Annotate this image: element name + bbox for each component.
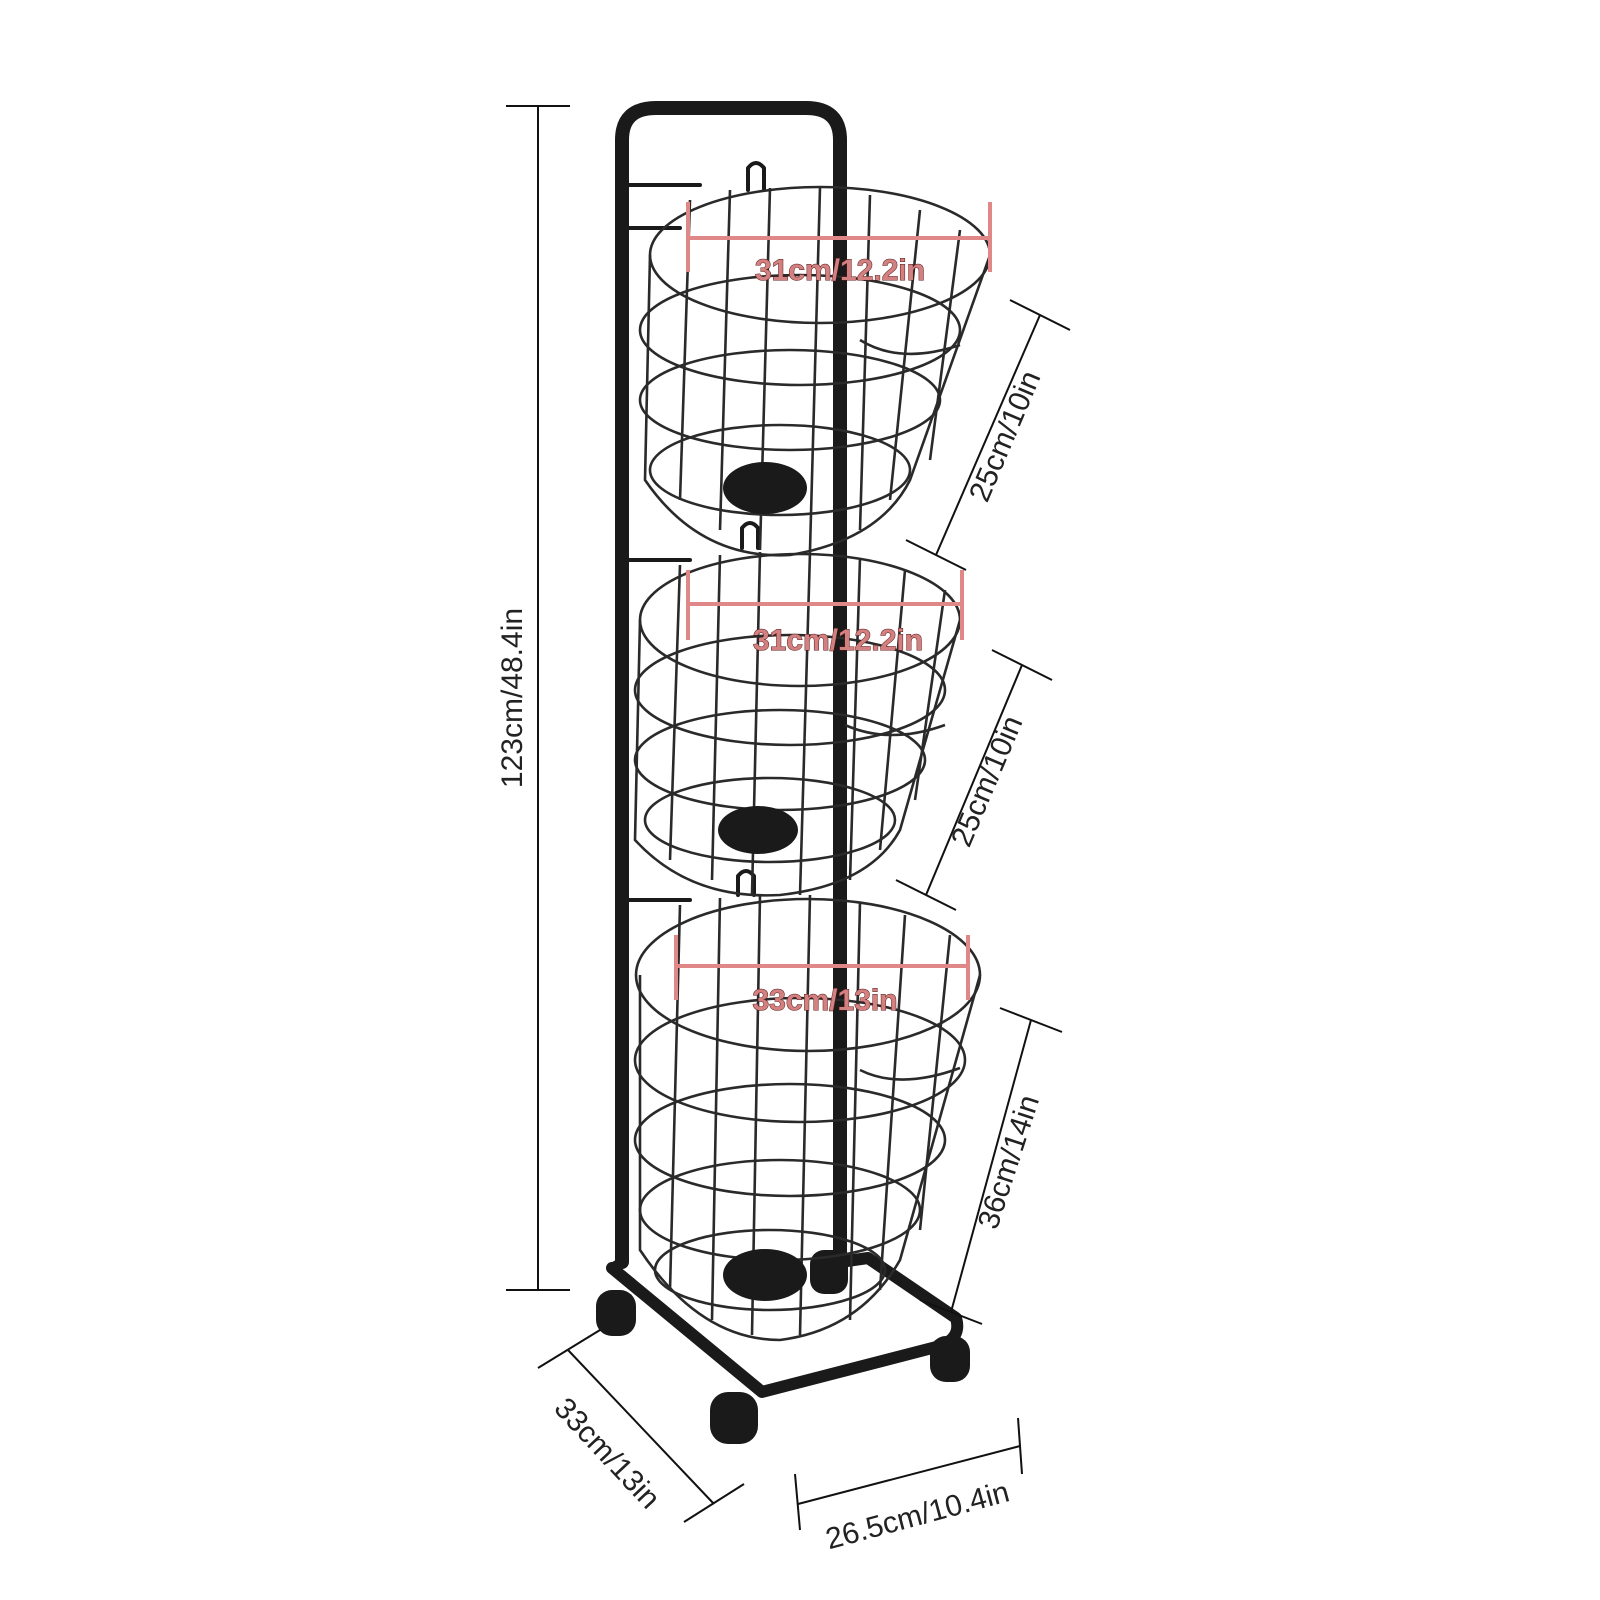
label-basket2-width: 31cm/12.2in <box>753 624 923 657</box>
label-basket3-height: 36cm/14in <box>972 1091 1046 1233</box>
dimension-basket2-width: 31cm/12.2in <box>686 570 964 658</box>
wheel-back-center <box>810 1250 848 1294</box>
label-total-height: 123cm/48.4in <box>496 608 529 788</box>
basket-bottom-base-plate <box>723 1249 807 1301</box>
basket-top <box>638 185 992 557</box>
label-base-depth: 33cm/13in <box>548 1392 667 1516</box>
wheel-front-left <box>596 1290 636 1336</box>
dimension-basket3-height: 36cm/14in <box>919 1007 1063 1325</box>
label-base-width: 26.5cm/10.4in <box>822 1475 1013 1556</box>
basket-middle <box>633 551 962 897</box>
basket-top-base-plate <box>723 462 807 514</box>
wheel-back-right <box>930 1336 970 1382</box>
dimension-total-height: 123cm/48.4in <box>496 105 570 1291</box>
label-basket3-width: 33cm/13in <box>752 984 897 1017</box>
label-basket2-height: 25cm/10in <box>945 711 1029 851</box>
label-basket1-height: 25cm/10in <box>963 366 1047 506</box>
label-basket1-width: 31cm/12.2in <box>755 254 925 287</box>
dimension-base-width: 26.5cm/10.4in <box>794 1417 1023 1556</box>
dimension-basket1-height: 25cm/10in <box>905 299 1071 571</box>
caster-wheels <box>596 1250 970 1444</box>
wheel-front-center <box>710 1392 758 1444</box>
basket-bottom <box>633 894 982 1342</box>
basket-middle-base-plate <box>718 806 798 854</box>
dimension-basket2-height: 25cm/10in <box>895 649 1053 911</box>
dimension-basket1-width: 31cm/12.2in <box>686 202 992 288</box>
dimension-basket3-width: 33cm/13in <box>674 935 970 1018</box>
